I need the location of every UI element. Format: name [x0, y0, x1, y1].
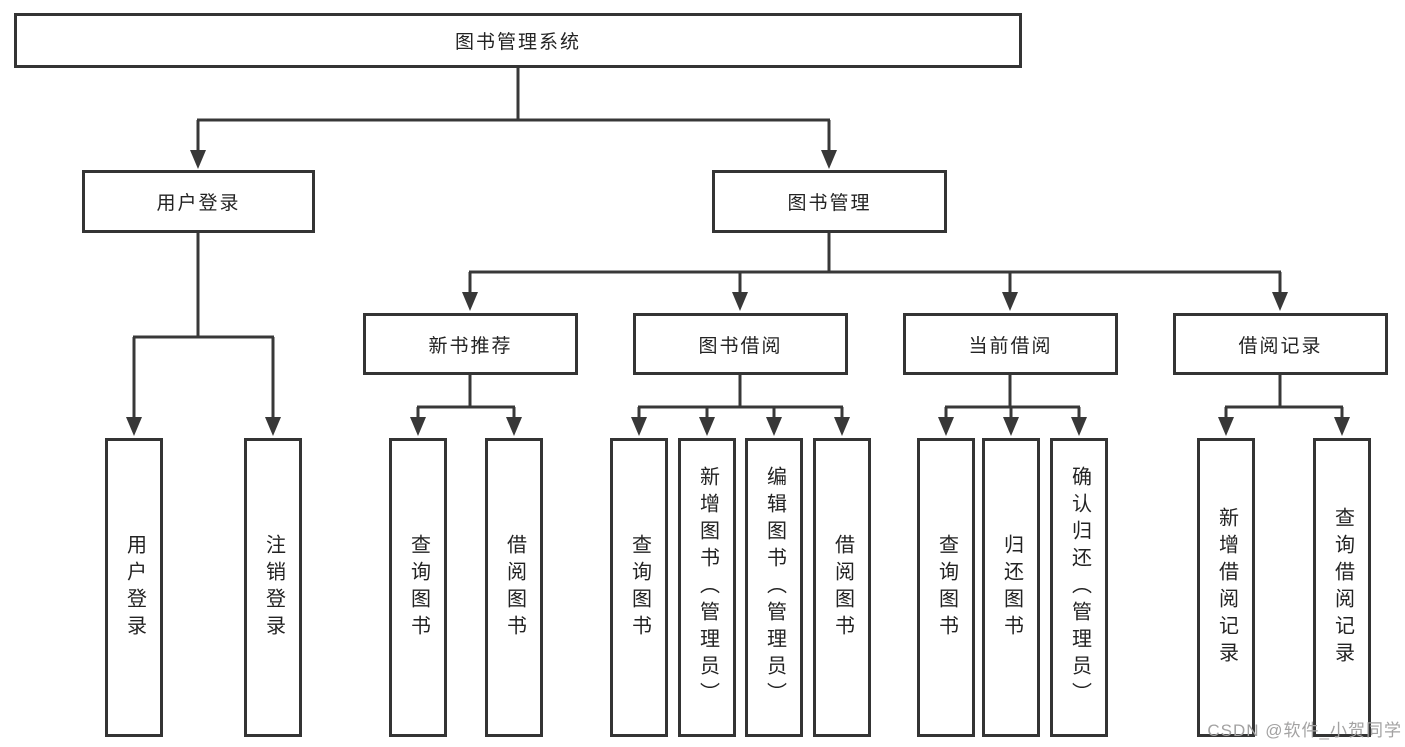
- leaf-current-return-books: 归还图书: [982, 438, 1040, 737]
- node-current-borrowing: 当前借阅: [903, 313, 1118, 375]
- leaf-logout: 注销登录: [244, 438, 302, 737]
- leaf-borrowing-edit-books-admin: 编辑图书（管理员）: [745, 438, 803, 737]
- node-library-management-system: 图书管理系统: [14, 13, 1022, 68]
- leaf-borrowing-borrow-books: 借阅图书: [813, 438, 871, 737]
- leaf-user-login: 用户登录: [105, 438, 163, 737]
- node-label: 编辑图书（管理员）: [763, 466, 786, 709]
- node-label: 确认归还（管理员）: [1068, 466, 1091, 709]
- leaf-records-add-borrow-record: 新增借阅记录: [1197, 438, 1255, 737]
- node-label: 借阅图书: [503, 533, 526, 642]
- node-label: 借阅图书: [831, 533, 854, 642]
- node-book-borrowing: 图书借阅: [633, 313, 848, 375]
- node-new-book-recommendation: 新书推荐: [363, 313, 578, 375]
- node-label: 查询图书: [935, 533, 958, 642]
- node-label: 查询图书: [407, 533, 430, 642]
- node-label: 新增图书（管理员）: [696, 466, 719, 709]
- node-label: 用户登录: [156, 193, 241, 214]
- node-label: 归还图书: [1000, 533, 1023, 642]
- node-user-login: 用户登录: [82, 170, 315, 233]
- leaf-borrowing-add-books-admin: 新增图书（管理员）: [678, 438, 736, 737]
- node-label: 查询借阅记录: [1331, 506, 1354, 669]
- leaf-current-query-books: 查询图书: [917, 438, 975, 737]
- leaf-recommend-query-books: 查询图书: [389, 438, 447, 737]
- node-label: 当前借阅: [968, 335, 1053, 357]
- node-label: 图书借阅: [698, 335, 783, 357]
- node-label: 图书管理: [787, 193, 872, 214]
- node-label: 图书管理系统: [454, 32, 581, 53]
- node-label: 查询图书: [628, 533, 651, 642]
- node-label: 新书推荐: [428, 335, 513, 357]
- node-label: 新增借阅记录: [1215, 506, 1238, 669]
- node-book-management: 图书管理: [712, 170, 947, 233]
- node-label: 注销登录: [262, 533, 285, 642]
- leaf-records-query-borrow-record: 查询借阅记录: [1313, 438, 1371, 737]
- node-label: 用户登录: [123, 533, 146, 642]
- leaf-recommend-borrow-books: 借阅图书: [485, 438, 543, 737]
- leaf-current-confirm-return-admin: 确认归还（管理员）: [1050, 438, 1108, 737]
- node-label: 借阅记录: [1238, 335, 1323, 357]
- node-borrowing-records: 借阅记录: [1173, 313, 1388, 375]
- leaf-borrowing-query-books: 查询图书: [610, 438, 668, 737]
- watermark-csdn: CSDN @软件_小贺同学: [1207, 721, 1402, 740]
